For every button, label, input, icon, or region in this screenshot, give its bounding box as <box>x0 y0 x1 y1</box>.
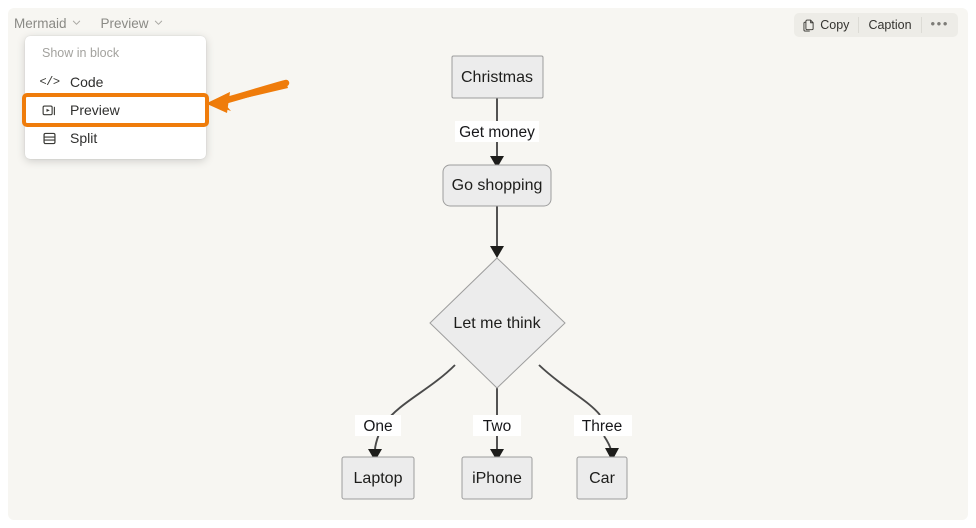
menu-item-code[interactable]: </> Code <box>25 68 206 96</box>
code-brackets-icon: </> <box>39 75 60 90</box>
menu-item-label: Split <box>70 130 98 147</box>
edge-decision-to-iphone: Two <box>473 388 521 461</box>
menu-item-label: Preview <box>70 102 120 119</box>
edge-decision-to-laptop: One <box>355 364 456 461</box>
block-type-label: Mermaid <box>14 16 67 31</box>
edge-label-backdrop <box>455 121 539 142</box>
arrowhead-icon <box>490 449 504 461</box>
node-go-shopping[interactable]: Go shopping <box>442 164 552 207</box>
menu-item-label: Code <box>70 74 104 91</box>
arrowhead-icon <box>368 449 382 461</box>
node-label-iphone: iPhone <box>472 470 522 487</box>
node-shape-rect <box>341 456 415 500</box>
flowchart-svg: Get money One Two <box>341 55 632 500</box>
node-label-car: Car <box>589 470 615 487</box>
arrowhead-icon <box>490 156 504 168</box>
node-label-let-me-think: Let me think <box>453 315 541 332</box>
edge-go-shopping-to-decision <box>490 206 504 258</box>
node-iphone[interactable]: iPhone <box>461 456 533 500</box>
block-view-dropdown[interactable]: Preview <box>101 17 163 31</box>
block-type-dropdown[interactable]: Mermaid <box>14 17 81 31</box>
edge-path-tail <box>603 435 612 451</box>
copy-button-label: Copy <box>820 17 850 32</box>
node-let-me-think[interactable]: Let me think <box>429 257 566 389</box>
arrowhead-icon <box>605 448 619 461</box>
show-in-block-menu: Show in block </> Code Preview <box>22 36 209 159</box>
node-shape-rect <box>576 456 628 500</box>
chevron-down-icon <box>72 18 81 27</box>
caption-button-label: Caption <box>868 17 912 32</box>
preview-play-icon <box>42 103 57 118</box>
caption-button[interactable]: Caption <box>859 13 920 37</box>
node-shape-rect <box>461 456 533 500</box>
node-label-laptop: Laptop <box>354 470 403 487</box>
edge-label-backdrop <box>574 415 632 436</box>
more-horizontal-icon: ••• <box>930 15 949 31</box>
edge-decision-to-car: Three <box>538 364 632 461</box>
block-toolbar: Copy Caption ••• <box>794 13 958 37</box>
copy-button[interactable]: Copy <box>794 13 858 37</box>
edge-christmas-to-go-shopping: Get money <box>455 98 539 168</box>
node-shape-rounded <box>442 164 552 207</box>
edge-path-tail <box>374 433 380 451</box>
more-options-button[interactable]: ••• <box>922 13 958 37</box>
edge-label-two: Two <box>483 418 511 435</box>
toolbar-divider <box>920 17 922 33</box>
toolbar-divider <box>858 17 860 33</box>
mermaid-diagram-preview[interactable]: Get money One Two <box>0 0 960 512</box>
node-label-christmas: Christmas <box>461 69 533 86</box>
copy-icon <box>803 19 815 32</box>
node-christmas[interactable]: Christmas <box>451 55 544 99</box>
block-controls: Mermaid Preview <box>14 17 163 31</box>
edge-label-three: Three <box>582 418 623 435</box>
block-view-label: Preview <box>100 16 149 31</box>
edge-path <box>538 364 601 416</box>
node-car[interactable]: Car <box>576 456 628 500</box>
edge-label-backdrop <box>355 415 401 436</box>
node-shape-rect <box>451 55 544 99</box>
node-shape-diamond <box>429 257 566 389</box>
edge-label-one: One <box>363 418 392 435</box>
split-view-icon <box>42 131 57 146</box>
menu-item-preview[interactable]: Preview <box>22 93 209 128</box>
edge-label-backdrop <box>473 415 521 436</box>
edge-label-get-money: Get money <box>459 124 535 141</box>
menu-item-split[interactable]: Split <box>25 124 206 152</box>
arrowhead-icon <box>490 246 504 258</box>
chevron-down-icon <box>154 18 163 27</box>
node-label-go-shopping: Go shopping <box>452 177 543 194</box>
node-laptop[interactable]: Laptop <box>341 456 415 500</box>
menu-header-label: Show in block <box>42 46 120 60</box>
